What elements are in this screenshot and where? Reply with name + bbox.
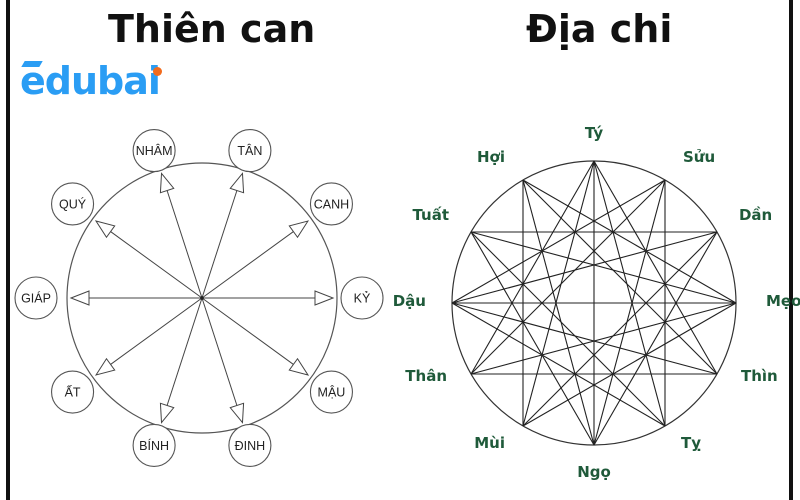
edubai-logo: edubai	[20, 58, 162, 104]
arrow-shaft	[110, 297, 203, 365]
star-line	[470, 231, 595, 446]
label-circle	[132, 129, 176, 173]
label-circle	[51, 182, 95, 226]
star-line	[593, 231, 718, 446]
thien-can-label: ẤT	[65, 385, 81, 400]
dia-chi-label: Tuất	[412, 206, 449, 224]
label-circle	[132, 423, 176, 467]
thien-can-label: GIÁP	[21, 291, 51, 306]
arrow-shaft	[201, 297, 294, 365]
star-line	[470, 160, 595, 375]
arrow-head-icon	[314, 290, 335, 306]
dia-chi-label: Ngọ	[577, 463, 611, 481]
arrow-shaft	[110, 231, 203, 299]
star-line	[451, 302, 718, 375]
arrow-head-icon	[229, 402, 245, 424]
dia-chi-label: Thân	[405, 367, 447, 385]
dia-chi-label: Thìn	[741, 367, 778, 385]
label-circle	[14, 276, 58, 320]
star-line	[522, 231, 718, 427]
star-line	[593, 179, 666, 446]
dia-chi-label: Mùi	[474, 434, 505, 452]
star-line	[522, 179, 595, 446]
arrow-shaft	[166, 190, 203, 299]
arrow-head-icon	[288, 357, 310, 376]
arrow-head-icon	[288, 220, 310, 239]
dia-chi-label: Dậu	[393, 292, 426, 310]
star-line	[451, 302, 666, 427]
thien-can-label: TÂN	[237, 143, 262, 158]
arrow-head-icon	[69, 290, 90, 306]
label-circle	[51, 370, 95, 414]
arrow-head-icon	[229, 172, 245, 194]
label-circle	[340, 276, 384, 320]
thien-can-label: ĐINH	[235, 439, 266, 453]
star-line	[470, 231, 666, 427]
arrow-head-icon	[159, 172, 175, 194]
thien-can-circle	[66, 162, 338, 434]
dia-chi-title: Địa chi	[526, 7, 673, 51]
thien-can-label: NHÂM	[136, 143, 173, 158]
thien-can-diagram: NHÂM TÂN CANH KỶ MẬU ĐINH BÍNH ẤT GIÁP QUÝ	[14, 129, 384, 467]
label-circle	[228, 129, 272, 173]
star-line	[470, 231, 737, 304]
dia-chi-label: Tỵ	[681, 434, 701, 452]
star-line	[522, 179, 737, 304]
star-line	[522, 302, 737, 427]
arrow-head-icon	[94, 220, 116, 239]
star-line	[522, 179, 718, 375]
thien-can-label: BÍNH	[139, 438, 169, 453]
dia-chi-label: Sửu	[683, 148, 715, 166]
arrow-head-icon	[94, 357, 116, 376]
logo-text: edubai	[20, 59, 161, 103]
left-border	[6, 0, 10, 500]
star-line	[470, 302, 737, 375]
star-line	[593, 160, 666, 427]
star-line	[451, 231, 718, 304]
dia-chi-label: Hợi	[477, 148, 505, 166]
thien-can-label: QUÝ	[59, 196, 87, 211]
center-dot	[200, 296, 204, 300]
star-line	[593, 160, 718, 375]
arrow-shaft	[201, 190, 238, 299]
arrow-shaft	[201, 231, 294, 299]
arrow-head-icon	[159, 402, 175, 424]
star-line	[522, 160, 595, 427]
dia-chi-label: Tý	[585, 124, 603, 142]
star-line	[470, 179, 666, 375]
label-circle	[309, 370, 353, 414]
label-circle	[228, 423, 272, 467]
thien-can-label: KỶ	[354, 291, 371, 306]
thien-can-title: Thiên can	[108, 7, 316, 51]
star-line	[451, 179, 666, 304]
right-border	[789, 0, 793, 500]
dia-chi-label: Mẹo	[766, 292, 800, 310]
thien-can-label: MẬU	[318, 385, 346, 400]
label-circle	[309, 182, 353, 226]
logo-dot	[153, 67, 162, 76]
arrow-shaft	[201, 297, 238, 406]
dia-chi-label: Dần	[739, 206, 772, 224]
thien-can-label: CANH	[314, 197, 349, 211]
arrow-shaft	[166, 297, 203, 406]
